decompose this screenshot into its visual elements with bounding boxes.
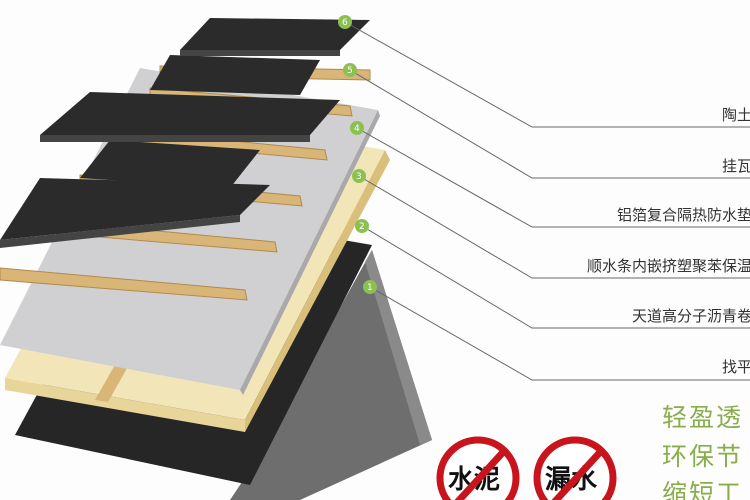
marker-6 (338, 15, 352, 29)
marker-3 (352, 169, 366, 183)
svg-text:1: 1 (367, 283, 373, 293)
svg-text:2: 2 (359, 222, 365, 232)
no-cement-badge: 水泥 (436, 436, 520, 500)
layer-label-4: 铝箔复合隔热防水垫 (616, 206, 750, 224)
marker-5 (343, 63, 357, 77)
svg-text:5: 5 (347, 66, 353, 76)
marker-1 (363, 280, 377, 294)
feature-text: 环保节 (662, 442, 744, 471)
marker-4 (350, 121, 364, 135)
marker-2 (355, 219, 369, 233)
feature-text: 缩短工 (662, 479, 744, 500)
prohibited-icon (454, 447, 508, 500)
feature-text: 轻盈透 (662, 403, 744, 432)
layer-label-5: 挂瓦 (721, 157, 750, 175)
layer-markers: 6 5 4 3 2 1 (338, 15, 377, 294)
foil-edge (240, 110, 380, 395)
insulation-side (5, 378, 245, 432)
leader-lines (344, 21, 750, 381)
layer-label-1: 找平 (721, 358, 750, 376)
layer-label-2: 天道高分子沥青卷 (631, 307, 750, 325)
no-leak-badge: 漏水 (533, 436, 617, 500)
svg-text:6: 6 (342, 18, 348, 28)
layer-label-6: 陶土 (721, 106, 750, 124)
svg-text:4: 4 (354, 124, 360, 134)
clay-tiles (0, 18, 370, 240)
layer-label-3: 顺水条内嵌挤塑聚苯保温 (586, 257, 750, 275)
base-slab-face (365, 250, 432, 445)
insulation-front (245, 150, 390, 432)
svg-text:3: 3 (356, 172, 362, 182)
prohibited-icon (551, 447, 605, 500)
